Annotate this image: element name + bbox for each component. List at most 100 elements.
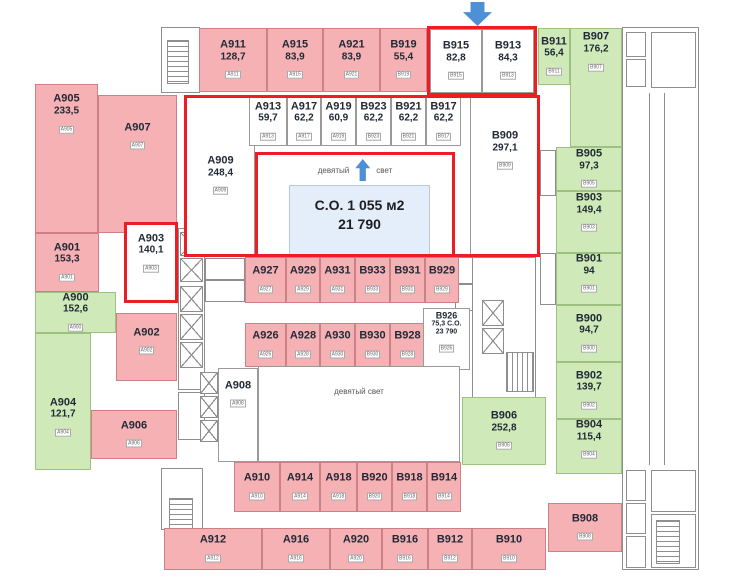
service-room [651,470,696,512]
unit-tag: A913 [260,132,276,141]
unit-code: B928 [394,329,421,342]
light-well-caption: девятый свет [258,159,452,181]
unit-tag: A907 [129,141,146,150]
unit-code: A914 [286,471,314,484]
unit-tag: B916 [397,554,413,563]
service-room [626,503,646,534]
unit-code: B917 [430,100,457,113]
unit-extra-line: 75,3 С.О. [431,320,462,328]
unit-code: B900 [575,312,603,325]
unit-code: B906 [490,409,518,422]
unit-tag: A902 [138,346,155,355]
service-room [626,536,646,568]
elevator-icon [200,396,218,418]
unit-code: B929 [428,264,456,277]
unit-tag: B907 [588,63,604,72]
unit-area: 83,9 [341,51,362,63]
stairs-icon [506,352,534,392]
unit-tag: B913 [500,71,516,80]
unit-tag: A918 [330,492,347,501]
unit-code: A926 [252,329,279,342]
service-room [540,253,556,305]
unit-area: 60,9 [328,112,349,124]
unit-code: A929 [289,264,317,277]
unit-tag: A908 [230,399,246,408]
unit-tag: A912 [205,554,221,563]
elevator-icon [200,420,218,442]
unit-tag: A901 [59,273,75,282]
unit-code: B905 [575,147,603,160]
light-well-bottom: девятый свет [258,366,460,462]
unit-tag: B919 [395,70,412,79]
unit-tag: A930 [329,350,346,359]
unit-code: B902 [575,369,603,382]
unit-tag: A916 [288,554,304,563]
